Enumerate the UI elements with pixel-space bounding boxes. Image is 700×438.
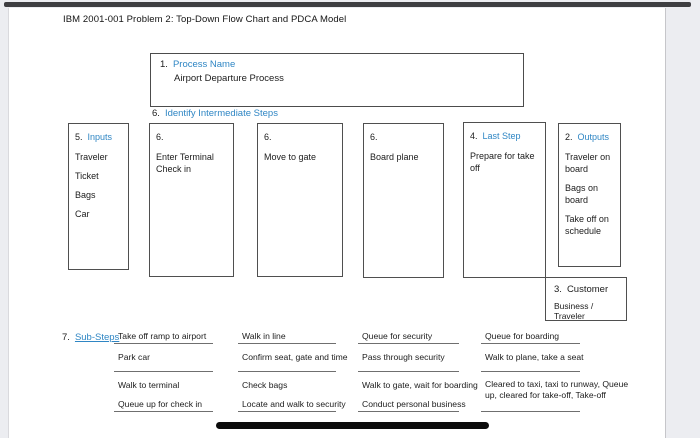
customer-label: Customer xyxy=(566,284,609,295)
substep-entry: Locate and walk to security xyxy=(238,399,346,412)
intermediate-steps-heading: 6. Identify Intermediate Steps xyxy=(152,108,278,119)
intermediate-steps-label: Identify Intermediate Steps xyxy=(164,108,278,119)
substep-blank-line xyxy=(481,399,580,412)
page-title: IBM 2001-001 Problem 2: Top-Down Flow Ch… xyxy=(63,14,347,25)
outputs-item: Traveler on board xyxy=(565,152,611,174)
last-step-text: Prepare for take off xyxy=(470,151,535,173)
substep-entry: Cleared to taxi, taxi to runway, Queue u… xyxy=(485,379,629,400)
outputs-label: Outputs xyxy=(577,132,610,142)
inputs-item: Ticket xyxy=(75,171,99,181)
last-step-number: 4. xyxy=(470,131,478,141)
intermediate-steps-number: 6. xyxy=(152,108,160,119)
process-name-header: 1. Process Name xyxy=(160,58,523,71)
process-name-number: 1. xyxy=(160,59,168,70)
customer-box: 3. Customer Business / Traveler xyxy=(545,277,627,321)
substep-entry: Pass through security xyxy=(358,352,459,372)
customer-value: Business / Traveler xyxy=(554,301,594,321)
step-text: Move to gate xyxy=(264,152,317,162)
step-number: 6. xyxy=(264,132,272,142)
substep-entry: Take off ramp to airport xyxy=(114,331,213,344)
substep-entry: Queue up for check in xyxy=(114,399,213,412)
flow-box-step-2: 6. Move to gate xyxy=(257,123,343,277)
outputs-number: 2. xyxy=(565,132,573,142)
process-name-label: Process Name xyxy=(172,59,236,70)
window-top-edge xyxy=(4,2,691,7)
substep-entry: Walk in line xyxy=(238,331,336,344)
substep-entry: Queue for security xyxy=(358,331,459,344)
substeps-number: 7. xyxy=(62,332,70,343)
flow-box-step-1: 6. Enter Terminal Check in xyxy=(149,123,234,277)
substeps-heading: 7. Sub-Steps xyxy=(62,332,119,343)
inputs-item: Traveler xyxy=(75,152,108,162)
customer-header: 3. Customer xyxy=(554,284,626,295)
step-number: 6. xyxy=(156,132,164,142)
step-number: 6. xyxy=(370,132,378,142)
substep-entry: Confirm seat, gate and time xyxy=(238,352,348,372)
flow-box-inputs: 5. Inputs Traveler Ticket Bags Car xyxy=(68,123,129,270)
substeps-label: Sub-Steps xyxy=(74,332,120,343)
substep-entry: Queue for boarding xyxy=(481,331,580,344)
substep-entry: Conduct personal business xyxy=(358,399,466,412)
substep-entry: Check bags xyxy=(242,380,288,390)
substep-entry: Walk to plane, take a seat xyxy=(481,352,584,372)
inputs-number: 5. xyxy=(75,132,83,142)
customer-number: 3. xyxy=(554,284,562,295)
last-step-label: Last Step xyxy=(482,131,521,141)
substep-entry: Walk to gate, wait for boarding xyxy=(362,380,478,390)
inputs-item: Car xyxy=(75,209,90,219)
process-name-box: 1. Process Name Airport Departure Process xyxy=(150,53,524,107)
inputs-item: Bags xyxy=(75,190,96,200)
outputs-item: Take off on schedule xyxy=(565,214,609,236)
inputs-label: Inputs xyxy=(87,132,113,142)
process-name-value: Airport Departure Process xyxy=(174,73,284,84)
step-text: Board plane xyxy=(370,152,419,162)
substep-entry: Walk to terminal xyxy=(118,380,180,390)
flow-box-last-step: 4. Last Step Prepare for take off xyxy=(463,122,546,278)
flow-box-outputs: 2. Outputs Traveler on board Bags on boar… xyxy=(558,123,621,267)
step-text: Enter Terminal Check in xyxy=(156,152,214,174)
divider-bar xyxy=(216,422,489,429)
outputs-item: Bags on board xyxy=(565,183,599,205)
flow-box-step-3: 6. Board plane xyxy=(363,123,444,278)
substep-entry: Park car xyxy=(114,352,213,372)
